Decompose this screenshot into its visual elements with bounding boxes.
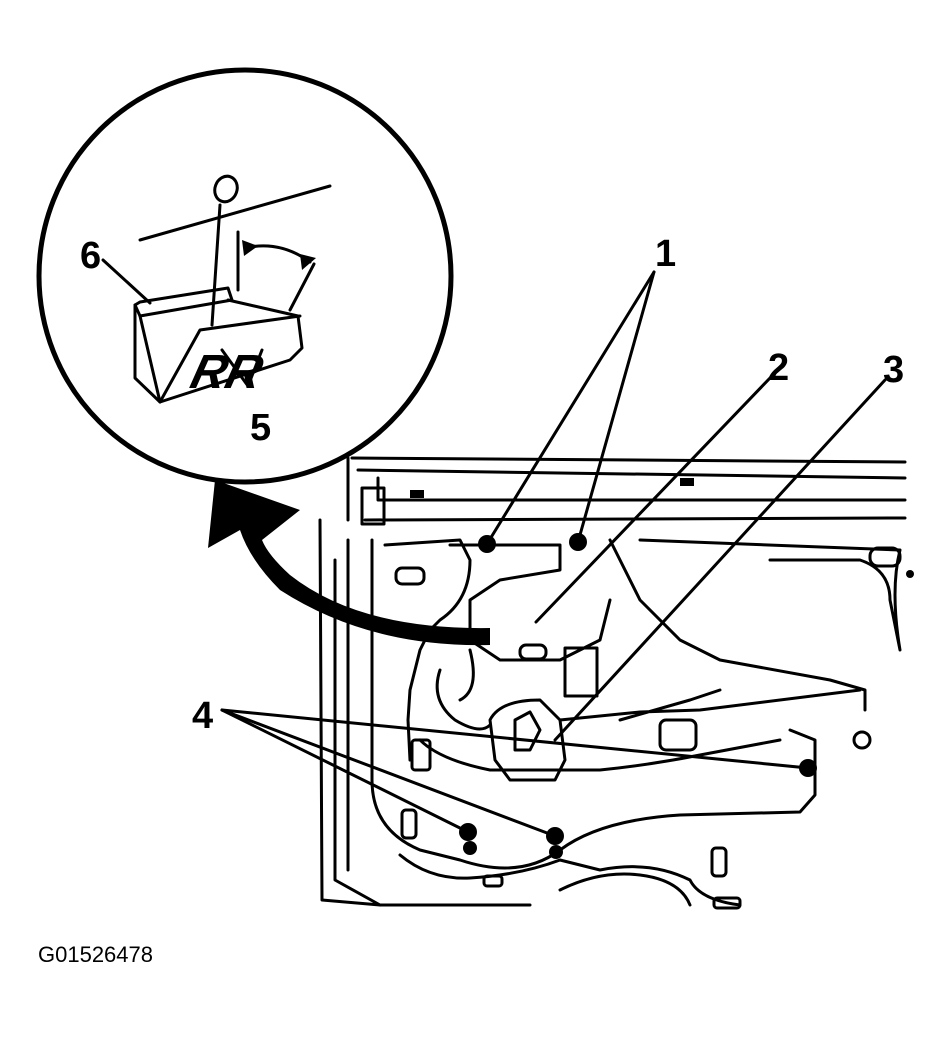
- door-panel: [318, 456, 914, 910]
- latch-rod: [558, 688, 862, 722]
- latch-lock-cyl: [513, 710, 542, 752]
- leader-5a: [220, 348, 250, 388]
- detail-tag-face: [158, 314, 302, 404]
- callout-2: 2: [768, 347, 789, 389]
- detail-stem: [210, 203, 222, 327]
- door-top-frame: [346, 456, 907, 522]
- leader-4b: [220, 708, 557, 838]
- latch-rod-housing: [563, 646, 599, 698]
- leader-2: [534, 376, 772, 624]
- callout-4: 4: [192, 695, 213, 737]
- door-left-inner: [370, 538, 817, 870]
- rotation-arrow-head-left: [242, 240, 258, 256]
- latch-cable: [435, 648, 492, 731]
- door-slot-a: [394, 566, 426, 586]
- fastener-4d: [463, 841, 477, 855]
- door-slot-f: [482, 874, 504, 888]
- door-hole-a: [852, 730, 872, 750]
- leaders: [220, 270, 887, 838]
- fastener-4e: [549, 845, 563, 859]
- latch-assembly: [448, 543, 612, 662]
- door-inner-right: [608, 538, 902, 712]
- door-slot-b: [868, 546, 902, 568]
- door-top-clip: [360, 486, 386, 526]
- door-bottom-edge: [398, 853, 742, 907]
- door-left-edge: [318, 518, 532, 907]
- door-top-slot: [680, 478, 694, 486]
- leader-1a: [485, 270, 656, 546]
- callout-3: 3: [883, 349, 904, 391]
- door-slot-g: [712, 896, 742, 910]
- detail-circle: [36, 67, 454, 485]
- detail-edge-line: [138, 184, 332, 242]
- rotation-arrow-head-right: [300, 254, 316, 270]
- detail-hole: [213, 174, 239, 204]
- leader-1b: [576, 270, 656, 544]
- callout-5: 5: [250, 407, 271, 449]
- detail-tag-back: [133, 286, 234, 318]
- latch-body: [488, 698, 567, 782]
- curved-arrow: [208, 480, 490, 646]
- door-hole-b: [906, 570, 914, 578]
- leader-3: [553, 378, 887, 742]
- leader-4c: [220, 708, 810, 770]
- leader-4a: [220, 708, 470, 834]
- door-inner-panel: [383, 538, 472, 762]
- callout-1: 1: [655, 233, 676, 275]
- detail-tag-edge: [138, 314, 162, 404]
- door-top-slot-2: [410, 490, 424, 498]
- leader-5b: [246, 348, 264, 388]
- window-clip: [518, 643, 548, 661]
- leader-6: [101, 258, 152, 305]
- door-slot-c: [400, 808, 418, 840]
- figure-id: G01526478: [38, 942, 153, 967]
- door-slot-d: [710, 846, 728, 878]
- callout-6: 6: [80, 235, 101, 277]
- latch-bracket: [658, 718, 698, 752]
- latch-cable-2: [418, 738, 782, 772]
- detail-hinge-line: [288, 262, 316, 312]
- detail-view: RR: [36, 67, 454, 485]
- detail-tag-text: RR: [186, 346, 269, 399]
